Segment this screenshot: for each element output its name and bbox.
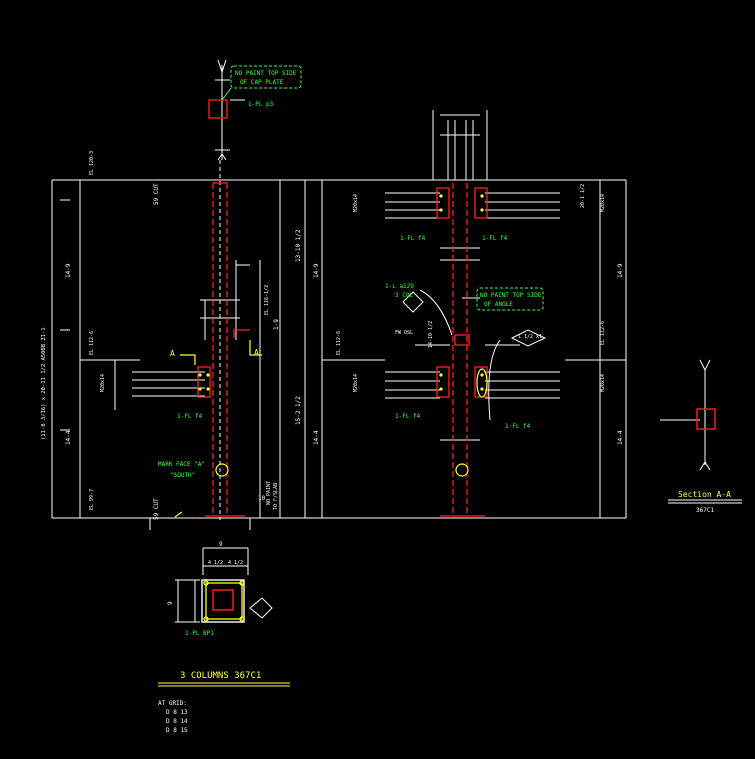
section-aa-title: Section A-A — [678, 490, 731, 499]
label-el-right: EL 112-6 — [600, 321, 606, 345]
mark-1: D 8 13 — [166, 709, 188, 716]
bolt-tag: 1 1/2 x1 — [518, 334, 542, 340]
note-cap-line2: OF CAP PLATE — [240, 79, 284, 86]
label-angle-2: 3 COL — [395, 292, 413, 299]
note-box-cap — [221, 65, 302, 101]
note-mark-face: MARK FACE "A" — [158, 461, 205, 468]
dim-14-9-right: 14-9 — [617, 263, 624, 278]
bolt-mark-ur: M20x14 — [600, 194, 606, 212]
label-fw-osl: FW OSL — [395, 330, 413, 336]
section-aa-view — [660, 359, 742, 504]
label-col-cut-low: 59 CUT — [153, 498, 160, 520]
dim-14-9-left: 14-9 — [65, 263, 72, 278]
dim-20-1: 20-1 1/2 — [580, 184, 586, 208]
mark-3: D 8 15 — [166, 727, 188, 734]
label-fl-rl-r: 1-FL f4 — [505, 423, 531, 430]
base-dim-half-a: 4 1/2 — [208, 560, 223, 566]
dim-14-9-mid: 14-9 — [313, 263, 320, 278]
bolt-dots-right — [439, 194, 484, 391]
label-el-low: EL 99-7 — [89, 489, 95, 510]
section-cut-markers — [174, 340, 262, 518]
left-elevation — [51, 59, 306, 530]
note-south: "SOUTH" — [170, 472, 195, 479]
base-dim-half-b: 4 1/2 — [228, 560, 243, 566]
label-fl-ru-l: 1-FL f4 — [400, 235, 426, 242]
base-plate-detail — [175, 547, 273, 623]
label-el-right-top: EL 116-1/2 — [264, 285, 270, 315]
note-angle-line1: NO PAINT TOP SIDE — [480, 292, 542, 299]
bottom-dim-10: 10 — [258, 495, 266, 502]
note-no-paint-2: TO F/SLAB — [273, 483, 279, 510]
dim-15-2: 15-2 1/2 — [295, 396, 302, 425]
section-mark-left: A — [170, 349, 175, 358]
marks-label: AT GRID: — [158, 700, 187, 707]
label-col-cut: 59 CUT — [153, 183, 160, 205]
label-el-mid-left: EL 112-6 — [89, 331, 95, 355]
bolt-dots-left — [198, 373, 210, 391]
label-el-top: EL 120-3 — [89, 151, 95, 175]
bolt-mark-left: M20x14 — [100, 374, 106, 392]
dim-14-4-right: 14-4 — [617, 430, 624, 445]
label-angle-1: 1-L a129 — [385, 283, 414, 290]
label-fl-rl-l: 1-FL f4 — [395, 413, 421, 420]
bolt-mark-lr: M20x14 — [600, 374, 606, 392]
bolt-mark-ll: M20x14 — [353, 374, 359, 392]
base-plate-bolts — [203, 580, 245, 622]
left-column-member — [197, 99, 250, 517]
drawing-title: 3 COLUMNS 367C1 — [180, 671, 261, 681]
section-aa-member — [696, 408, 716, 430]
base-side-dim: 9 — [167, 601, 174, 605]
dim-1-9: 1-9 — [273, 319, 280, 330]
note-angle-line2: OF ANGLE — [484, 301, 513, 308]
base-dim-9: 9 — [219, 541, 223, 548]
title-underline — [158, 682, 290, 687]
base-plate-member — [201, 579, 245, 623]
label-el-mid-right: EL 112-6 — [336, 331, 342, 355]
label-fl-ru-r: 1-FL f4 — [482, 235, 508, 242]
label-cap-plate: 1-PL p3 — [248, 101, 274, 108]
right-elevation — [305, 110, 627, 519]
section-aa-material: 367C1 — [696, 507, 714, 514]
dim-14-10: 14-10 1/2 — [428, 321, 434, 348]
note-no-paint-1: NO PAINT — [266, 481, 272, 505]
note-cap-line1: NO PAINT TOP SIDE — [235, 70, 297, 77]
label-base-plate: 1-PL BP1 — [185, 630, 214, 637]
dim-14-4-mid: 14-4 — [313, 430, 320, 445]
label-fl-left: 1-FL f4 — [177, 413, 203, 420]
mark-2: D 8 14 — [166, 718, 188, 725]
right-markers — [455, 368, 488, 477]
section-mark-right: A — [254, 348, 259, 357]
dim-14-4-left: 14-4 — [65, 430, 72, 445]
dim-13-10: 13-10 1/2 — [295, 229, 302, 262]
note-box-angle — [476, 287, 544, 311]
label-side-left: (11-8 3/16) x 20-11 1/2 A500B 21-1 — [41, 327, 47, 440]
bolt-mark-ul: M20x14 — [353, 194, 359, 212]
